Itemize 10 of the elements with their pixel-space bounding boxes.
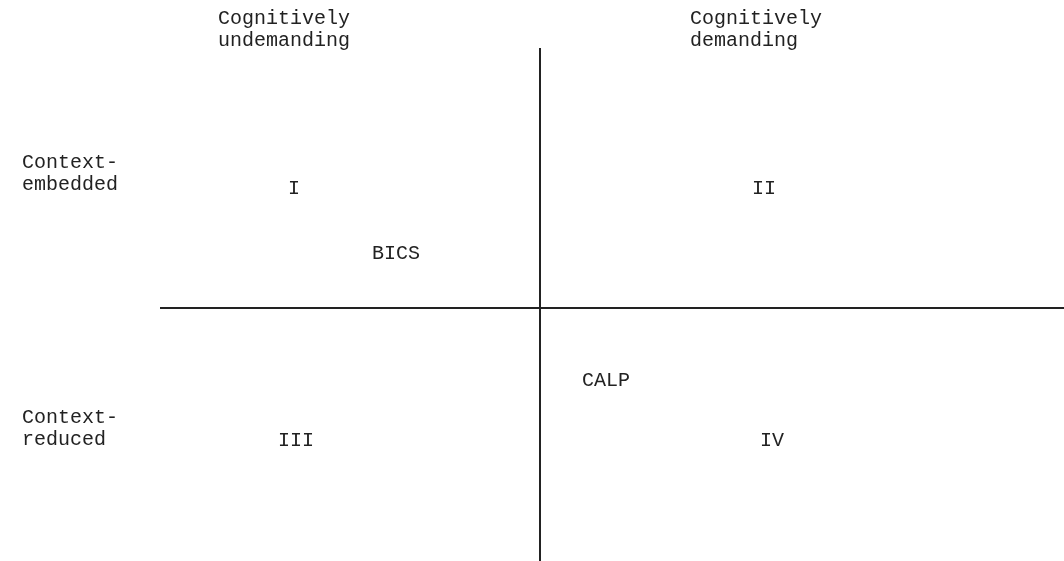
quadrant-number: III [278, 430, 314, 452]
axis-label: Context-reduced [22, 407, 119, 451]
quadrant-number: I [288, 178, 300, 200]
axis-label: Cognitively demanding [690, 8, 824, 52]
region-label: CALP [582, 370, 630, 392]
axis-label: Cognitively undemanding [218, 8, 352, 52]
axis-label: Context-embedded [22, 152, 119, 196]
quadrant-number: II [752, 178, 776, 200]
region-label: BICS [372, 243, 420, 265]
quadrant-number: IV [760, 430, 784, 452]
